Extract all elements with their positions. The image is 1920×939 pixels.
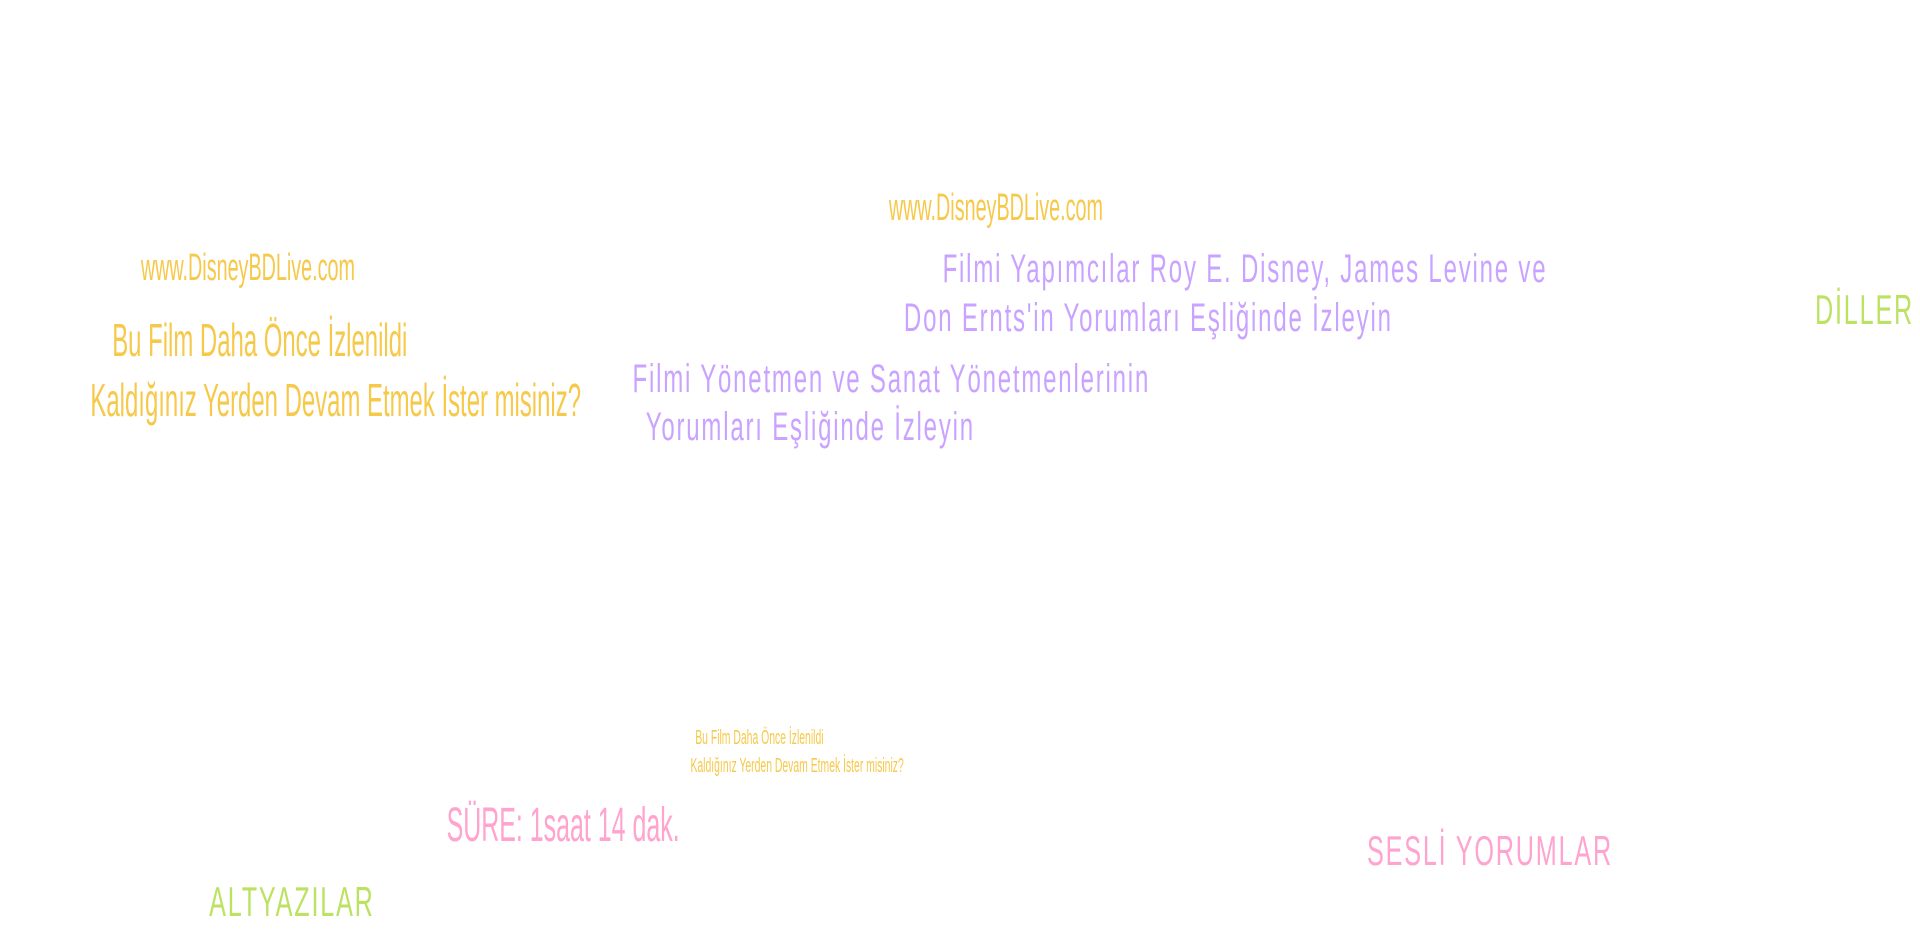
website-link-top[interactable]: www.DisneyBDLive.com [790,186,1190,232]
website-text: www.DisneyBDLive.com [888,187,1103,229]
resume-prompt-small-line1: Bu Film Daha Önce İzlenildi [694,727,824,749]
subtitles-menu-item[interactable]: ALTYAZILAR [209,878,375,925]
commentary-directors-line1[interactable]: Filmi Yönetmen ve Sanat Yönetmenlerinin [632,357,1151,401]
website-text: www.DisneyBDLive.com [140,247,355,289]
commentary-producers-line1[interactable]: Filmi Yapımcılar Roy E. Disney, James Le… [942,247,1548,291]
resume-prompt-line1: Bu Film Daha Önce İzlenildi [112,314,408,366]
resume-prompt-line2[interactable]: Kaldığınız Yerden Devam Etmek İster misi… [90,374,582,426]
duration-label: SÜRE: 1saat 14 dak. [446,799,680,852]
website-link-left[interactable]: www.DisneyBDLive.com [42,246,442,292]
commentary-directors-line2[interactable]: Yorumları Eşliğinde İzleyin [645,405,975,449]
resume-prompt-small-line2: Kaldığınız Yerden Devam Etmek İster misi… [690,755,904,777]
languages-menu-item[interactable]: DİLLER [1815,286,1915,333]
audio-commentary-menu-item[interactable]: SESLİ YORUMLAR [1367,827,1614,874]
commentary-producers-line2[interactable]: Don Ernts'in Yorumları Eşliğinde İzleyin [903,296,1393,340]
